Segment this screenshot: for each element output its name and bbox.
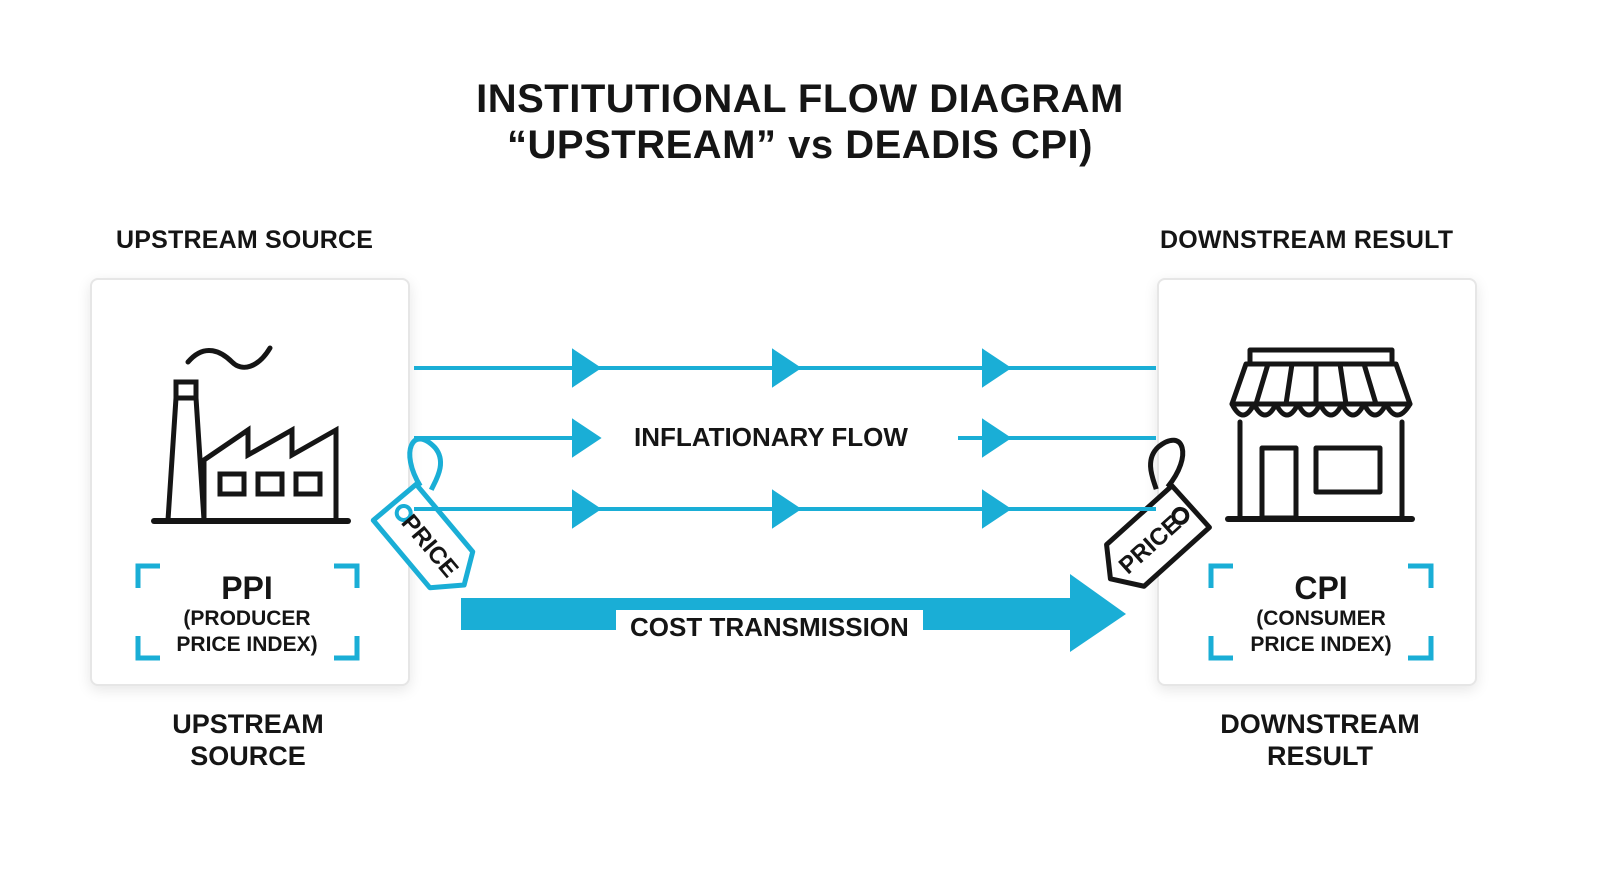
right-footer-line-1: DOWNSTREAM [1220,709,1420,739]
inflationary-flow-label: INFLATIONARY FLOW [620,422,922,453]
flow-arrowhead [982,489,1012,529]
inflationary-flow-lines [414,348,1156,529]
title-line-1: INSTITUTIONAL FLOW DIAGRAM [476,77,1124,121]
ppi-full-name-line-1: (PRODUCER [183,607,311,630]
left-header: UPSTREAM SOURCE [116,226,374,254]
flow-arrowhead [772,489,802,529]
left-footer-line-1: UPSTREAM [172,709,324,739]
left-price-tag-icon: PRICE [370,436,476,591]
flow-arrowhead [572,348,602,388]
right-footer-line-2: RESULT [1267,741,1373,771]
flow-arrowhead [772,348,802,388]
flow-arrowhead [572,489,602,529]
flow-arrowhead [982,348,1012,388]
left-footer-line-2: SOURCE [190,741,306,771]
title-line-2: “UPSTREAM” vs DEADIS CPI) [507,123,1093,167]
cpi-abbreviation: CPI [1294,570,1348,606]
ppi-full-name-line-2: PRICE INDEX) [176,633,318,656]
cpi-full-name-line-2: PRICE INDEX) [1250,633,1392,656]
storefront-icon [1225,347,1415,522]
upstream-card [90,278,410,686]
left-bracket-frame [135,563,360,661]
cpi-label: CPI (CONSUMER PRICE INDEX) [1222,570,1420,658]
flow-arrowhead [572,418,602,458]
factory-icon [151,345,351,524]
right-bracket-frame [1208,563,1434,661]
right-footer: DOWNSTREAM RESULT [1190,708,1450,772]
right-header: DOWNSTREAM RESULT [1160,226,1454,254]
diagram-title: INSTITUTIONAL FLOW DIAGRAM “UPSTREAM” vs… [0,76,1600,168]
left-footer: UPSTREAM SOURCE [128,708,368,772]
ppi-abbreviation: PPI [221,570,273,606]
cost-transmission-label: COST TRANSMISSION [616,610,923,645]
ppi-label: PPI (PRODUCER PRICE INDEX) [148,570,346,658]
cpi-full-name-line-1: (CONSUMER [1256,607,1386,630]
flow-arrowhead [982,418,1012,458]
